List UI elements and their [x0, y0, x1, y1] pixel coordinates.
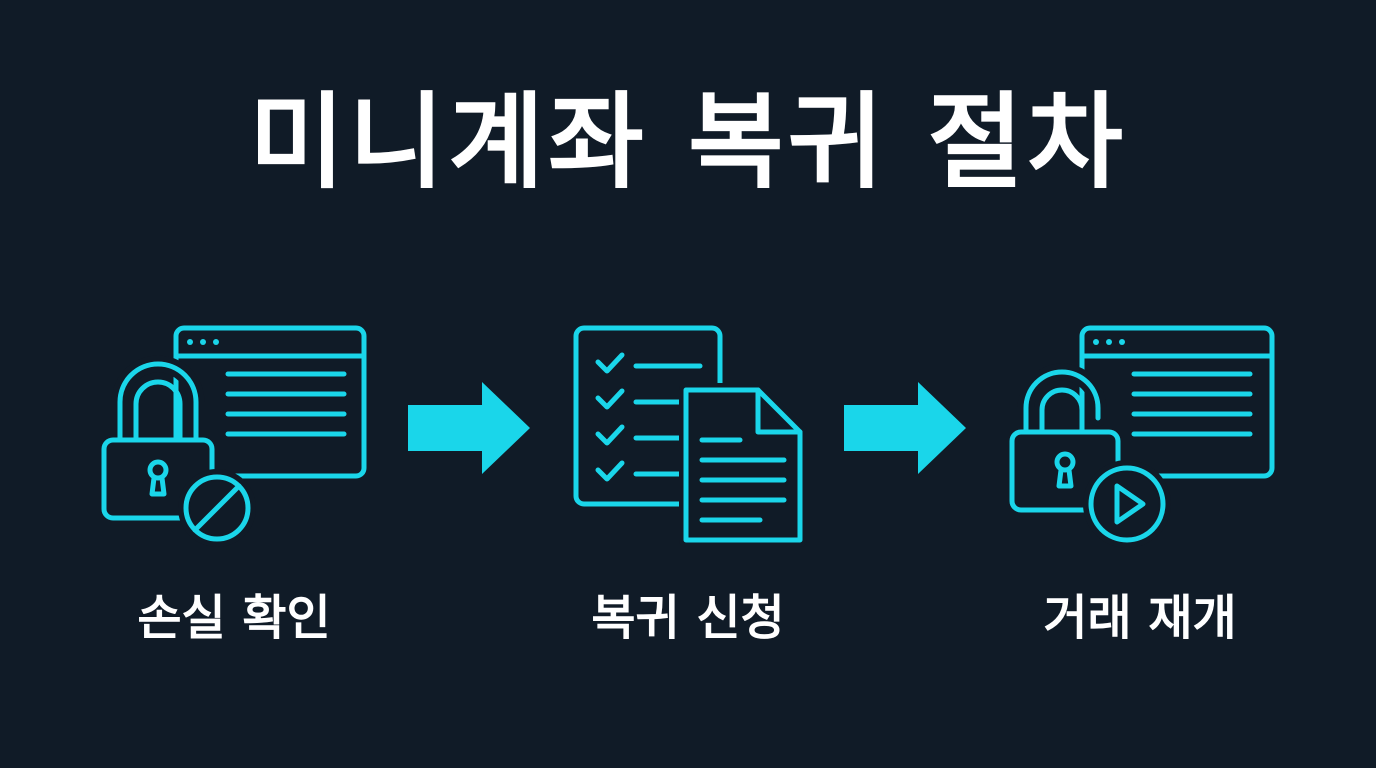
step-label-resume-trading: 거래 재개: [1043, 590, 1237, 646]
arrow-right-icon: [408, 382, 530, 474]
document-icon: [679, 383, 807, 547]
arrow-right-icon: [844, 382, 966, 474]
step-label-loss-check: 손실 확인: [137, 590, 331, 646]
step-label-recovery-request: 복귀 신청: [591, 590, 785, 646]
blocked-icon: [178, 469, 256, 547]
browser-window-icon: [1079, 325, 1275, 479]
page-title: 미니계좌 복귀 절차: [249, 81, 1127, 203]
play-icon: [1083, 460, 1171, 548]
step-1-locked-account-blocked-icon: [101, 325, 367, 547]
step-2-checklist-document-icon: [573, 325, 807, 547]
step-3-unlocked-account-play-icon: [1009, 325, 1275, 548]
browser-window-icon: [173, 325, 367, 479]
